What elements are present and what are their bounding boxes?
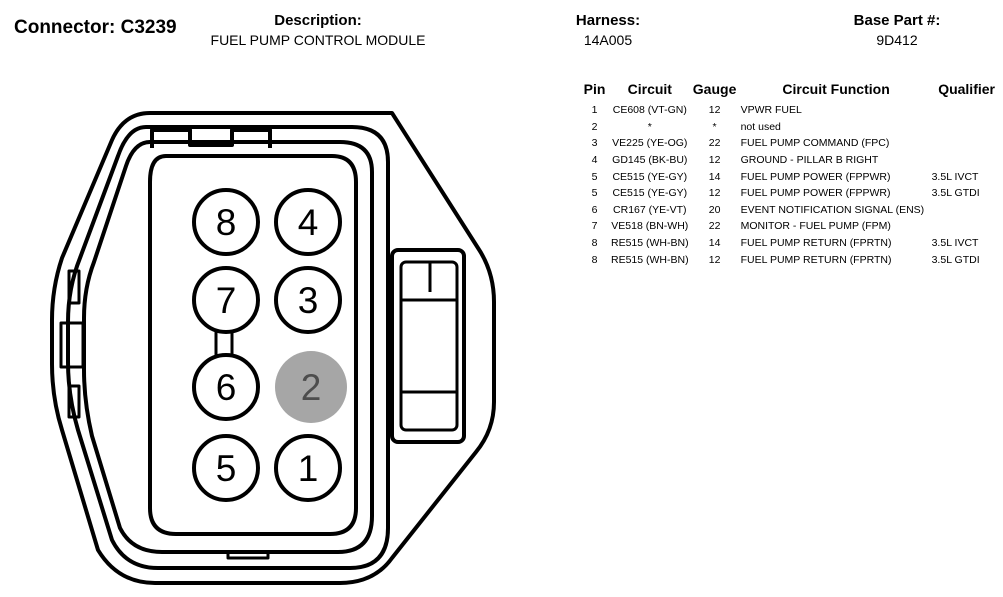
pin-6: 6: [192, 353, 260, 421]
cell-gauge: 14: [708, 170, 721, 183]
cell-pin: 7: [591, 220, 598, 233]
cell-gauge: 22: [708, 220, 721, 233]
pin-circle: [192, 353, 260, 421]
pin-table: Pin Circuit Gauge Circuit Function Quali…: [578, 80, 1002, 268]
pin-8: 8: [192, 188, 260, 256]
cell-circuit-function: FUEL PUMP POWER (FPPWR): [740, 187, 891, 200]
table-row: 5 CE515 (YE-GY) 12 FUEL PUMP POWER (FPPWR) 3…: [578, 185, 1002, 202]
cell-circuit: CE515 (YE-GY): [612, 170, 688, 183]
harness-value: 14A005: [583, 32, 633, 48]
col-header-circuit-function: Circuit Function: [782, 81, 890, 97]
pin-label: 3: [298, 280, 319, 321]
cell-circuit-function: FUEL PUMP COMMAND (FPC): [740, 137, 890, 150]
base-part-label: Base Part #:: [853, 12, 941, 29]
pin-3: 3: [274, 266, 342, 334]
cell-pin: 8: [591, 237, 598, 250]
cell-circuit: VE225 (YE-OG): [612, 137, 688, 150]
table-row: 8 RE515 (WH-BN) 14 FUEL PUMP RETURN (FPRTN)…: [578, 235, 1002, 252]
cell-gauge: 22: [708, 137, 721, 150]
base-part-value: 9D412: [876, 32, 918, 48]
pin-4: 4: [274, 188, 342, 256]
cell-circuit-function: VPWR FUEL: [740, 104, 802, 117]
cell-circuit-function: not used: [740, 120, 781, 133]
pin-group: 8 4 7 3 6 2 5 1: [192, 188, 347, 502]
cell-qualifier: 3.5L GTDI: [931, 187, 980, 200]
cell-gauge: 12: [708, 187, 721, 200]
pin-label: 5: [216, 448, 237, 489]
pin-7: 7: [192, 266, 260, 334]
table-row: 1 CE608 (VT-GN) 12 VPWR FUEL: [578, 102, 1002, 119]
cell-qualifier: 3.5L IVCT: [931, 237, 979, 250]
cell-qualifier: 3.5L GTDI: [931, 253, 980, 266]
col-header-qualifier: Qualifier: [938, 81, 995, 97]
pin-5: 5: [192, 434, 260, 502]
pin-label: 8: [216, 202, 237, 243]
connector-title: Connector: C3239: [14, 17, 177, 38]
cell-pin: 5: [591, 170, 598, 183]
pin-label: 4: [298, 202, 319, 243]
description-label: Description:: [274, 12, 362, 29]
cell-circuit: CE515 (YE-GY): [612, 187, 688, 200]
table-row: 5 CE515 (YE-GY) 14 FUEL PUMP POWER (FPPWR) 3…: [578, 168, 1002, 185]
cell-pin: 2: [591, 120, 598, 133]
table-row: 4 GD145 (BK-BU) 12 GROUND - PILLAR B RIGHT: [578, 152, 1002, 169]
cell-gauge: 14: [708, 237, 721, 250]
pin-circle: [192, 188, 260, 256]
cell-circuit-function: EVENT NOTIFICATION SIGNAL (ENS): [740, 203, 925, 216]
cell-circuit: GD145 (BK-BU): [612, 154, 688, 167]
connector-housing: [50, 111, 496, 585]
cell-gauge: 20: [708, 203, 721, 216]
cell-gauge: 12: [708, 154, 721, 167]
cell-circuit: RE515 (WH-BN): [611, 237, 689, 250]
pin-circle: [192, 266, 260, 334]
col-header-circuit: Circuit: [627, 81, 672, 97]
cell-circuit-function: FUEL PUMP POWER (FPPWR): [740, 170, 891, 183]
cell-pin: 8: [591, 253, 598, 266]
pin-1: 1: [274, 434, 342, 502]
table-header-row: Pin Circuit Gauge Circuit Function Quali…: [578, 80, 1002, 102]
cell-circuit-function: GROUND - PILLAR B RIGHT: [740, 154, 879, 167]
cell-gauge: 12: [708, 253, 721, 266]
pin-label: 6: [216, 367, 237, 408]
cell-circuit: CE608 (VT-GN): [612, 104, 687, 117]
cell-gauge: 12: [708, 104, 721, 117]
pin-circle: [274, 266, 342, 334]
pin-circle: [192, 434, 260, 502]
harness-label: Harness:: [575, 12, 641, 29]
cell-qualifier: 3.5L IVCT: [931, 170, 979, 183]
cell-pin: 4: [591, 154, 598, 167]
col-header-gauge: Gauge: [692, 81, 737, 97]
table-row: 2 * * not used: [578, 119, 1002, 136]
cell-pin: 5: [591, 187, 598, 200]
table-row: 8 RE515 (WH-BN) 12 FUEL PUMP RETURN (FPRTN)…: [578, 251, 1002, 268]
cell-circuit: *: [647, 120, 652, 133]
pin-label: 7: [216, 280, 237, 321]
pin-label: 1: [298, 448, 319, 489]
pin-circle: [274, 188, 342, 256]
cell-circuit-function: FUEL PUMP RETURN (FPRTN): [740, 237, 892, 250]
table-row: 3 VE225 (YE-OG) 22 FUEL PUMP COMMAND (FPC): [578, 135, 1002, 152]
cell-pin: 6: [591, 203, 598, 216]
pin-circle: [274, 434, 342, 502]
pin-2: 2: [275, 351, 347, 423]
pin-circle: [275, 351, 347, 423]
cell-circuit-function: MONITOR - FUEL PUMP (FPM): [740, 220, 891, 233]
cell-circuit: VE518 (BN-WH): [611, 220, 689, 233]
table-row: 7 VE518 (BN-WH) 22 MONITOR - FUEL PUMP (FPM…: [578, 218, 1002, 235]
cell-circuit-function: FUEL PUMP RETURN (FPRTN): [740, 253, 892, 266]
cell-circuit: RE515 (WH-BN): [611, 253, 689, 266]
description-value: FUEL PUMP CONTROL MODULE: [210, 32, 426, 48]
pin-label: 2: [301, 367, 322, 408]
table-row: 6 CR167 (YE-VT) 20 EVENT NOTIFICATION SIGNA…: [578, 202, 1002, 219]
cell-pin: 3: [591, 137, 598, 150]
col-header-pin: Pin: [583, 81, 606, 97]
cell-pin: 1: [591, 104, 598, 117]
cell-circuit: CR167 (YE-VT): [613, 203, 687, 216]
cell-gauge: *: [712, 120, 717, 133]
